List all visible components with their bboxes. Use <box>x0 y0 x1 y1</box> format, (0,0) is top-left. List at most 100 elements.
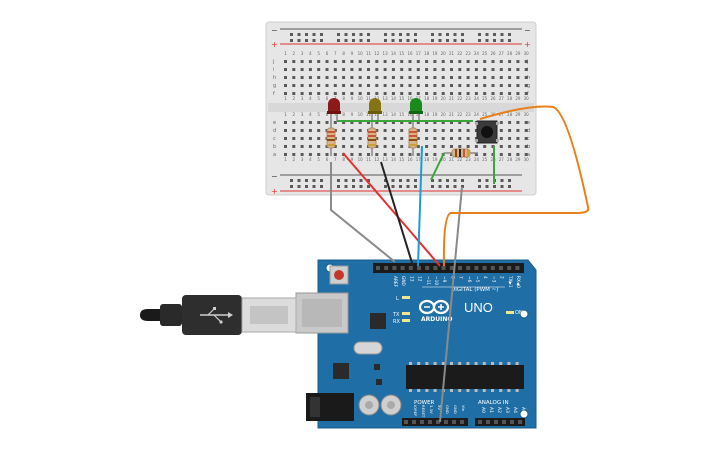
rail-hole[interactable] <box>493 185 496 188</box>
rail-hole[interactable] <box>352 179 355 182</box>
header-pin[interactable] <box>478 420 482 424</box>
header-pin[interactable] <box>441 266 446 270</box>
breadboard-hole[interactable] <box>333 121 337 124</box>
breadboard-hole[interactable] <box>308 60 312 63</box>
breadboard-hole[interactable] <box>367 60 370 63</box>
rail-hole[interactable] <box>367 33 370 36</box>
rail-hole[interactable] <box>337 39 340 42</box>
rail-hole[interactable] <box>359 179 363 182</box>
rail-hole[interactable] <box>453 185 457 188</box>
breadboard-hole[interactable] <box>333 60 337 63</box>
breadboard-hole[interactable] <box>508 137 512 140</box>
rail-hole[interactable] <box>446 33 449 36</box>
breadboard-hole[interactable] <box>433 76 437 79</box>
breadboard-hole[interactable] <box>508 145 512 148</box>
breadboard-hole[interactable] <box>300 129 304 132</box>
breadboard-hole[interactable] <box>350 121 354 124</box>
breadboard-hole[interactable] <box>458 84 462 87</box>
breadboard-hole[interactable] <box>450 145 453 148</box>
breadboard-hole[interactable] <box>325 68 329 71</box>
header-pin[interactable] <box>428 420 432 424</box>
breadboard-hole[interactable] <box>416 137 420 140</box>
breadboard-hole[interactable] <box>292 121 296 124</box>
breadboard-hole[interactable] <box>516 129 520 132</box>
breadboard-hole[interactable] <box>400 153 404 156</box>
header-pin[interactable] <box>515 266 520 270</box>
resistor-green-led[interactable] <box>408 122 418 156</box>
breadboard-hole[interactable] <box>333 92 337 95</box>
rail-hole[interactable] <box>414 179 417 182</box>
header-pin[interactable] <box>474 266 479 270</box>
rail-hole[interactable] <box>337 179 340 182</box>
breadboard-hole[interactable] <box>325 92 329 95</box>
breadboard-hole[interactable] <box>433 121 437 124</box>
breadboard-hole[interactable] <box>516 76 520 79</box>
breadboard-hole[interactable] <box>284 153 287 156</box>
rail-hole[interactable] <box>485 185 489 188</box>
breadboard-hole[interactable] <box>499 68 503 71</box>
rail-hole[interactable] <box>500 39 504 42</box>
breadboard-hole[interactable] <box>416 60 420 63</box>
rail-hole[interactable] <box>478 179 481 182</box>
breadboard-hole[interactable] <box>325 76 329 79</box>
rail-hole[interactable] <box>485 179 489 182</box>
breadboard-hole[interactable] <box>284 76 287 79</box>
breadboard-hole[interactable] <box>524 129 528 132</box>
breadboard-hole[interactable] <box>483 60 487 63</box>
breadboard-hole[interactable] <box>433 92 437 95</box>
breadboard-hole[interactable] <box>350 129 354 132</box>
rail-hole[interactable] <box>406 179 410 182</box>
header-pin[interactable] <box>482 266 487 270</box>
breadboard-hole[interactable] <box>458 60 462 63</box>
breadboard-hole[interactable] <box>508 153 512 156</box>
breadboard-hole[interactable] <box>524 84 528 87</box>
breadboard-hole[interactable] <box>499 153 503 156</box>
breadboard-hole[interactable] <box>383 76 387 79</box>
rail-hole[interactable] <box>337 33 340 36</box>
rail-hole[interactable] <box>478 39 481 42</box>
breadboard-hole[interactable] <box>400 68 404 71</box>
breadboard-hole[interactable] <box>284 84 287 87</box>
breadboard-hole[interactable] <box>474 84 478 87</box>
red-wire-led[interactable] <box>342 152 441 267</box>
breadboard-hole[interactable] <box>516 92 520 95</box>
breadboard-hole[interactable] <box>300 60 304 63</box>
breadboard-hole[interactable] <box>499 76 503 79</box>
blue-wire-led[interactable] <box>417 145 423 267</box>
rail-hole[interactable] <box>305 33 308 36</box>
breadboard-hole[interactable] <box>466 60 470 63</box>
breadboard-hole[interactable] <box>367 153 370 156</box>
breadboard-hole[interactable] <box>308 121 312 124</box>
header-pin[interactable] <box>408 266 413 270</box>
breadboard-hole[interactable] <box>375 145 379 148</box>
header-pin[interactable] <box>458 266 462 270</box>
breadboard-hole[interactable] <box>342 76 346 79</box>
header-pin[interactable] <box>460 420 464 424</box>
arduino-uno-board[interactable]: L TX RX ON DIGITAL (PWM ~) ARDUINO UNO P… <box>295 259 537 429</box>
rail-hole[interactable] <box>305 185 308 188</box>
resistor-button-pulldown[interactable] <box>444 148 478 158</box>
breadboard-hole[interactable] <box>441 60 445 63</box>
breadboard-hole[interactable] <box>292 68 296 71</box>
breadboard-hole[interactable] <box>358 121 362 124</box>
rail-hole[interactable] <box>359 39 363 42</box>
breadboard-hole[interactable] <box>499 129 503 132</box>
header-pin[interactable] <box>486 420 490 424</box>
resistor-yellow-led[interactable] <box>367 122 377 156</box>
breadboard-hole[interactable] <box>483 84 487 87</box>
breadboard-hole[interactable] <box>400 60 404 63</box>
breadboard-hole[interactable] <box>524 76 528 79</box>
breadboard-hole[interactable] <box>516 68 520 71</box>
breadboard-hole[interactable] <box>325 60 329 63</box>
header-pin[interactable] <box>444 420 448 424</box>
breadboard-hole[interactable] <box>450 121 453 124</box>
breadboard-hole[interactable] <box>408 76 412 79</box>
rail-hole[interactable] <box>384 179 387 182</box>
header-pin[interactable] <box>499 266 503 270</box>
breadboard-hole[interactable] <box>308 84 312 87</box>
breadboard-hole[interactable] <box>416 92 420 95</box>
breadboard-hole[interactable] <box>375 84 379 87</box>
breadboard-hole[interactable] <box>308 92 312 95</box>
rail-hole[interactable] <box>508 33 511 36</box>
breadboard-hole[interactable] <box>375 92 379 95</box>
